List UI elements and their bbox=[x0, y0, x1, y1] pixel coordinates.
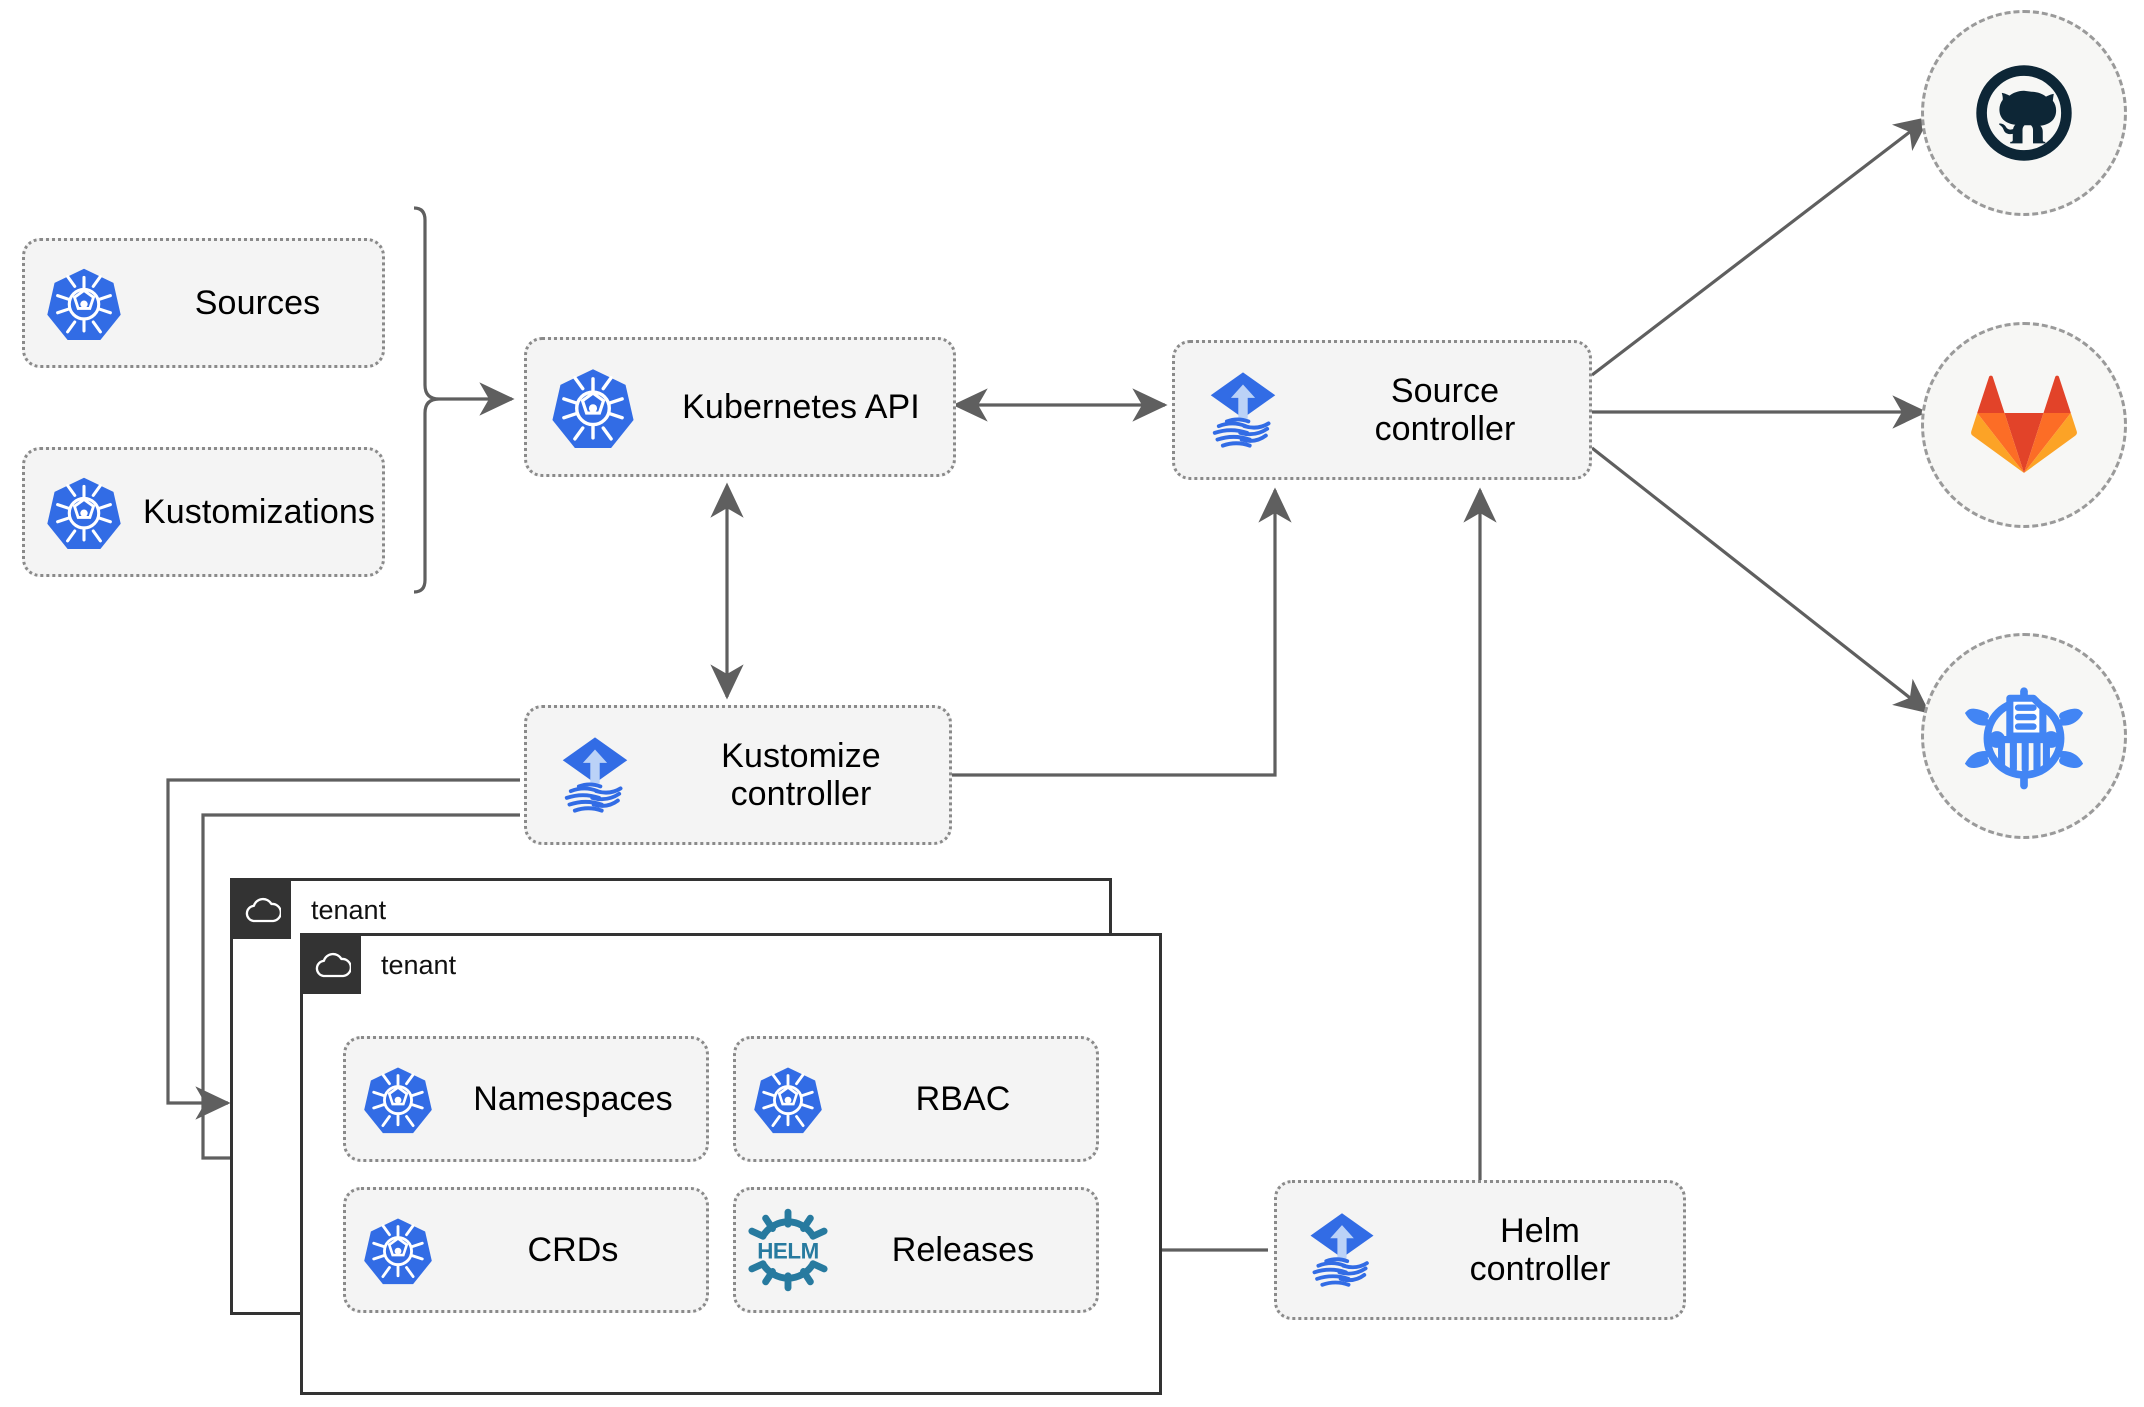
kubernetes-icon bbox=[346, 1215, 450, 1285]
node-sources[interactable]: Sources bbox=[22, 238, 385, 368]
edge-source-controller-github bbox=[1591, 116, 1931, 377]
helm-icon: HELM bbox=[736, 1207, 840, 1293]
node-kubernetes-api[interactable]: Kubernetes API bbox=[524, 337, 956, 477]
node-helm-controller[interactable]: Helm controller bbox=[1274, 1180, 1686, 1320]
node-rbac[interactable]: RBAC bbox=[733, 1036, 1099, 1162]
node-kustomize-controller-label: Kustomize controller bbox=[721, 736, 881, 813]
kubernetes-icon bbox=[736, 1064, 840, 1134]
edge-kustomize-controller-source-controller bbox=[950, 487, 1292, 777]
node-namespaces-label: Namespaces bbox=[473, 1079, 673, 1118]
provider-gitlab[interactable] bbox=[1921, 322, 2127, 528]
sources-group-bracket bbox=[413, 206, 440, 594]
gitlab-icon bbox=[1971, 375, 2077, 473]
node-sources-label: Sources bbox=[194, 283, 321, 322]
tenant-inner-header: tenant bbox=[303, 936, 456, 994]
node-rbac-label: RBAC bbox=[915, 1079, 1011, 1118]
provider-github[interactable] bbox=[1921, 10, 2127, 216]
cloud-icon bbox=[233, 881, 291, 939]
node-source-controller-label: Source controller bbox=[1374, 371, 1516, 448]
flux-icon bbox=[1277, 1208, 1407, 1292]
flux-icon bbox=[527, 732, 663, 818]
tenant-outer-header: tenant bbox=[233, 881, 386, 939]
node-kustomizations[interactable]: Kustomizations bbox=[22, 447, 385, 577]
kubernetes-icon bbox=[25, 265, 143, 341]
node-source-controller[interactable]: Source controller bbox=[1172, 340, 1592, 480]
node-crds[interactable]: CRDs bbox=[343, 1187, 709, 1313]
node-kubernetes-api-label: Kubernetes API bbox=[682, 387, 920, 426]
svg-text:HELM: HELM bbox=[757, 1239, 819, 1264]
flux-icon bbox=[1175, 367, 1311, 453]
edge-source-controller-chart-repo bbox=[1591, 446, 1931, 714]
node-releases[interactable]: HELM Releases bbox=[733, 1187, 1099, 1313]
provider-chart-repository[interactable] bbox=[1921, 633, 2127, 839]
kubernetes-icon bbox=[346, 1064, 450, 1134]
node-kustomize-controller[interactable]: Kustomize controller bbox=[524, 705, 952, 845]
tenant-inner-label: tenant bbox=[381, 950, 457, 980]
node-releases-label: Releases bbox=[891, 1230, 1035, 1269]
helm-chart-repository-icon bbox=[1965, 687, 2083, 790]
node-kustomizations-label: Kustomizations bbox=[143, 492, 375, 531]
edge-kustomize-controller-tenant-outer bbox=[166, 778, 520, 1120]
node-crds-label: CRDs bbox=[527, 1230, 619, 1269]
tenant-inner-frame[interactable]: tenant bbox=[300, 933, 1162, 1395]
github-icon bbox=[1976, 65, 2072, 161]
node-helm-controller-label: Helm controller bbox=[1469, 1211, 1611, 1288]
cloud-icon bbox=[303, 936, 361, 994]
kubernetes-icon bbox=[527, 365, 659, 449]
tenant-outer-label: tenant bbox=[311, 895, 387, 925]
kubernetes-icon bbox=[25, 474, 143, 550]
node-namespaces[interactable]: Namespaces bbox=[343, 1036, 709, 1162]
